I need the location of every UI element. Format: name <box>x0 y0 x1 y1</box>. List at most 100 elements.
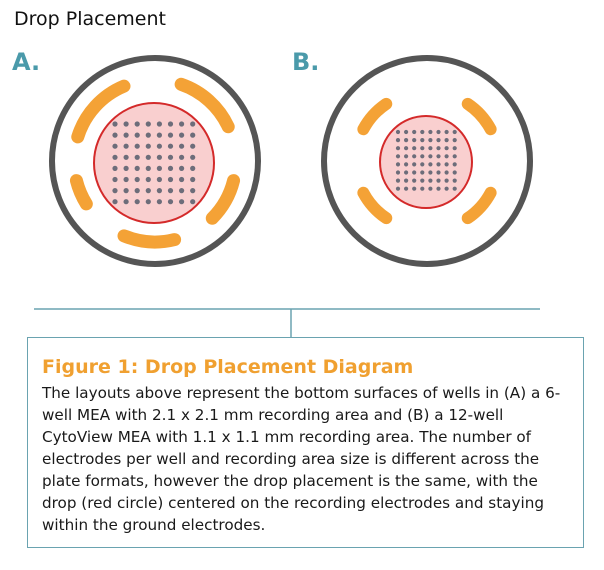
recording-electrode <box>145 121 151 127</box>
caption-box: Figure 1: Drop Placement Diagram The lay… <box>27 337 584 548</box>
recording-electrode <box>444 146 449 151</box>
well-b-drop <box>379 115 473 209</box>
well-b-ground-electrode <box>461 186 497 225</box>
recording-electrode <box>428 162 433 167</box>
recording-electrode <box>179 188 185 194</box>
recording-electrode <box>190 132 196 138</box>
recording-electrode <box>134 154 140 160</box>
recording-electrode <box>412 162 417 167</box>
well-a-ground-electrode <box>174 77 235 134</box>
recording-electrode <box>112 132 118 138</box>
recording-electrode <box>156 154 162 160</box>
recording-electrode <box>452 162 457 167</box>
recording-electrode <box>145 165 151 171</box>
recording-electrode <box>190 165 196 171</box>
recording-electrode <box>404 138 409 143</box>
recording-electrode <box>404 178 409 183</box>
recording-electrode <box>112 165 118 171</box>
recording-electrode <box>112 199 118 205</box>
recording-electrode <box>134 132 140 138</box>
well-b-recording-electrodes <box>395 129 457 191</box>
recording-electrode <box>145 154 151 160</box>
recording-electrode <box>179 132 185 138</box>
recording-electrode <box>134 176 140 183</box>
recording-electrode <box>420 178 425 183</box>
well-a-ground-electrode <box>205 174 241 225</box>
recording-electrode <box>167 132 174 138</box>
recording-electrode <box>167 176 174 183</box>
well-a-recording-electrodes <box>112 121 196 205</box>
recording-electrode <box>404 129 409 135</box>
recording-electrode <box>395 146 401 151</box>
caption-title: Figure 1: Drop Placement Diagram <box>42 356 414 378</box>
recording-electrode <box>179 199 185 205</box>
recording-electrode <box>428 186 433 191</box>
recording-electrode <box>412 129 417 135</box>
recording-electrode <box>404 146 409 151</box>
recording-electrode <box>145 143 151 149</box>
recording-electrode <box>436 186 441 191</box>
recording-electrode <box>145 199 151 205</box>
well-a <box>49 55 261 267</box>
recording-electrode <box>436 170 441 175</box>
well-b <box>321 55 533 267</box>
well-b-ground-electrode <box>461 97 497 136</box>
recording-electrode <box>156 165 162 171</box>
recording-electrode <box>428 138 433 143</box>
recording-electrode <box>444 129 449 135</box>
recording-electrode <box>444 154 449 159</box>
recording-electrode <box>145 176 151 183</box>
recording-electrode <box>156 176 162 183</box>
recording-electrode <box>134 199 140 205</box>
recording-electrode <box>190 199 196 205</box>
recording-electrode <box>428 170 433 175</box>
well-a-ground-electrode <box>71 79 131 144</box>
well-b-ground-electrode <box>357 186 393 225</box>
well-a-ground-electrodes <box>69 77 241 249</box>
recording-electrode <box>179 154 185 160</box>
recording-electrode <box>145 188 151 194</box>
recording-electrode <box>112 121 118 127</box>
recording-electrode <box>452 186 457 191</box>
recording-electrode <box>436 178 441 183</box>
recording-electrode <box>190 154 196 160</box>
recording-electrode <box>179 121 185 127</box>
recording-electrode <box>123 165 129 171</box>
recording-electrode <box>420 186 425 191</box>
recording-electrode <box>452 146 457 151</box>
recording-electrode <box>420 138 425 143</box>
recording-electrode <box>395 162 401 167</box>
recording-electrode <box>436 146 441 151</box>
recording-electrode <box>444 170 449 175</box>
well-a-drop <box>93 102 215 224</box>
caption-body: The layouts above represent the bottom s… <box>42 384 561 534</box>
recording-electrode <box>190 143 196 149</box>
recording-electrode <box>395 170 401 175</box>
recording-electrode <box>452 138 457 143</box>
recording-electrode <box>134 143 140 149</box>
recording-electrode <box>395 129 401 135</box>
recording-electrode <box>412 138 417 143</box>
recording-electrode <box>452 178 457 183</box>
recording-electrode <box>444 162 449 167</box>
recording-electrode <box>123 176 129 183</box>
recording-electrode <box>167 121 174 127</box>
recording-electrode <box>156 121 162 127</box>
recording-electrode <box>123 199 129 205</box>
recording-electrode <box>412 170 417 175</box>
recording-electrode <box>134 121 140 127</box>
recording-electrode <box>428 146 433 151</box>
recording-electrode <box>428 154 433 159</box>
recording-electrode <box>123 121 129 127</box>
recording-electrode <box>179 143 185 149</box>
recording-electrode <box>112 188 118 194</box>
page-title: Drop Placement <box>14 8 166 30</box>
recording-electrode <box>123 154 129 160</box>
recording-electrode <box>404 162 409 167</box>
recording-electrode <box>190 188 196 194</box>
recording-electrode <box>420 170 425 175</box>
recording-electrode <box>190 176 196 183</box>
recording-electrode <box>156 188 162 194</box>
recording-electrode <box>167 165 174 171</box>
